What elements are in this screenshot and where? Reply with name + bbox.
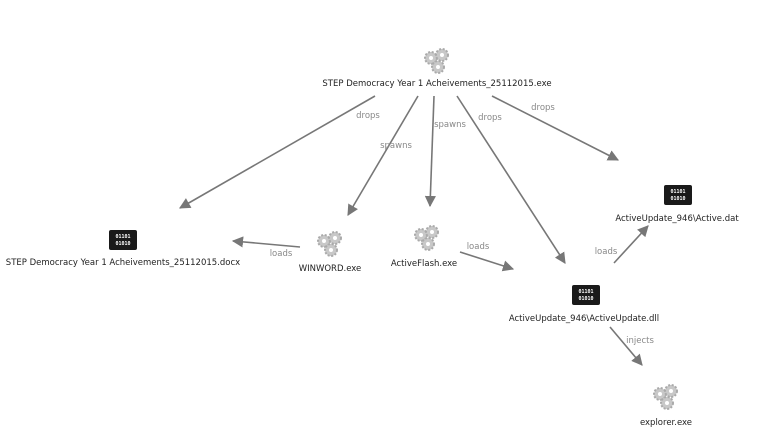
edge-label: drops — [356, 111, 380, 121]
edge-dll-explorer: injects — [609, 326, 654, 366]
node-docx[interactable]: 01101 01010 STEP Democracy Year 1 Acheiv… — [6, 230, 240, 268]
node-explorer[interactable]: explorer.exe — [640, 385, 692, 428]
node-dll[interactable]: 01101 01010 ActiveUpdate_946\ActiveUpdat… — [509, 285, 659, 324]
edge-label: drops — [531, 103, 555, 113]
node-root-process[interactable]: STEP Democracy Year 1 Acheivements_25112… — [322, 49, 552, 89]
node-dat[interactable]: 01101 01010 ActiveUpdate_946\Active.dat — [615, 185, 739, 224]
gears-icon — [425, 49, 448, 73]
edge-activeflash-dll: loads — [459, 242, 515, 272]
edge-label: injects — [626, 336, 654, 346]
edge-label: loads — [270, 249, 293, 259]
edge-root-dll: drops — [456, 95, 566, 264]
binary-file-icon: 01101 01010 — [572, 285, 600, 305]
edge-root-activeflash: spawns — [424, 95, 466, 208]
edge-label: spawns — [434, 120, 466, 130]
binary-file-icon: 01101 01010 — [664, 185, 692, 205]
node-winword[interactable]: WINWORD.exe — [299, 232, 362, 274]
binary-file-icon: 01101 01010 — [109, 230, 137, 250]
node-label: ActiveFlash.exe — [391, 259, 457, 269]
node-activeflash[interactable]: ActiveFlash.exe — [391, 226, 457, 269]
edge-label: spawns — [380, 141, 412, 151]
node-label: ActiveUpdate_946\Active.dat — [615, 214, 739, 224]
node-label: STEP Democracy Year 1 Acheivements_25112… — [6, 258, 240, 268]
gears-icon — [318, 232, 341, 256]
node-label: WINWORD.exe — [299, 264, 362, 274]
node-label: ActiveUpdate_946\ActiveUpdate.dll — [509, 314, 659, 324]
svg-text:01101: 01101 — [670, 189, 685, 195]
edge-label: loads — [595, 247, 618, 257]
edge-dll-dat: loads — [595, 225, 649, 264]
svg-text:01101: 01101 — [578, 289, 593, 295]
svg-text:01010: 01010 — [115, 241, 130, 247]
edge-label: drops — [478, 113, 502, 123]
edge-root-docx: drops — [179, 95, 380, 209]
gears-icon — [415, 226, 438, 250]
edge-root-dat: drops — [491, 95, 619, 161]
svg-text:01010: 01010 — [670, 196, 685, 202]
svg-text:01101: 01101 — [115, 234, 130, 240]
node-label: STEP Democracy Year 1 Acheivements_25112… — [322, 79, 551, 89]
node-label: explorer.exe — [640, 418, 692, 428]
gears-icon — [654, 385, 677, 409]
edge-label: loads — [467, 242, 490, 252]
edge-winword-docx: loads — [231, 236, 301, 259]
edge-root-winword: spawns — [347, 95, 419, 216]
svg-text:01010: 01010 — [578, 296, 593, 302]
